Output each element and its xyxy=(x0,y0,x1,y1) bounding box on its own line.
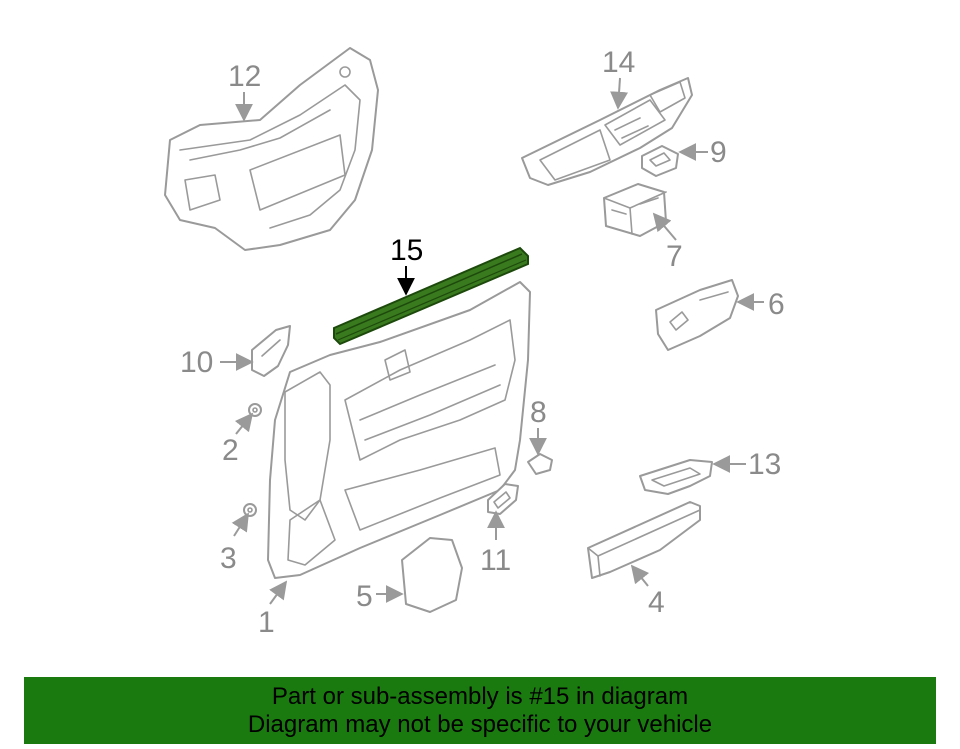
part-1-door-trim-panel xyxy=(267,281,531,579)
part-6-armrest-cover xyxy=(655,279,739,351)
part-7-window-switch xyxy=(603,183,667,237)
part-4-armrest-pocket xyxy=(587,501,701,579)
part-15-belt-molding xyxy=(333,246,529,346)
banner-line-1: Part or sub-assembly is #15 in diagram xyxy=(271,682,689,710)
callout-3: 3 xyxy=(220,542,237,575)
callout-6: 6 xyxy=(768,288,785,321)
callout-13: 13 xyxy=(748,448,781,481)
callout-10: 10 xyxy=(180,346,213,379)
callout-9: 9 xyxy=(710,136,727,169)
callout-7: 7 xyxy=(666,240,683,273)
part-8-clip xyxy=(527,453,553,475)
part-9-switch xyxy=(641,145,679,177)
part-14-switch-bezel xyxy=(521,77,693,186)
banner-line-2: Diagram may not be specific to your vehi… xyxy=(247,710,713,738)
callout-2: 2 xyxy=(222,434,239,467)
parts-diagram: 12 14 9 7 6 15 10 2 8 11 13 3 4 5 1 xyxy=(164,46,785,639)
callout-11: 11 xyxy=(480,544,511,577)
leader-lines xyxy=(220,77,764,605)
part-12-upper-trim xyxy=(164,47,379,251)
callout-1: 1 xyxy=(258,606,275,639)
part-3-clip xyxy=(243,503,257,517)
info-banner: Part or sub-assembly is #15 in diagram D… xyxy=(24,677,936,744)
part-5-speaker-grille xyxy=(401,537,463,613)
callout-12: 12 xyxy=(228,60,261,93)
callout-4: 4 xyxy=(648,586,665,619)
part-10-trim-piece xyxy=(251,325,291,377)
callout-8: 8 xyxy=(530,396,547,429)
part-13-bezel xyxy=(639,459,713,495)
callout-14: 14 xyxy=(602,46,635,79)
callout-5: 5 xyxy=(356,580,373,613)
callout-15: 15 xyxy=(390,234,423,267)
